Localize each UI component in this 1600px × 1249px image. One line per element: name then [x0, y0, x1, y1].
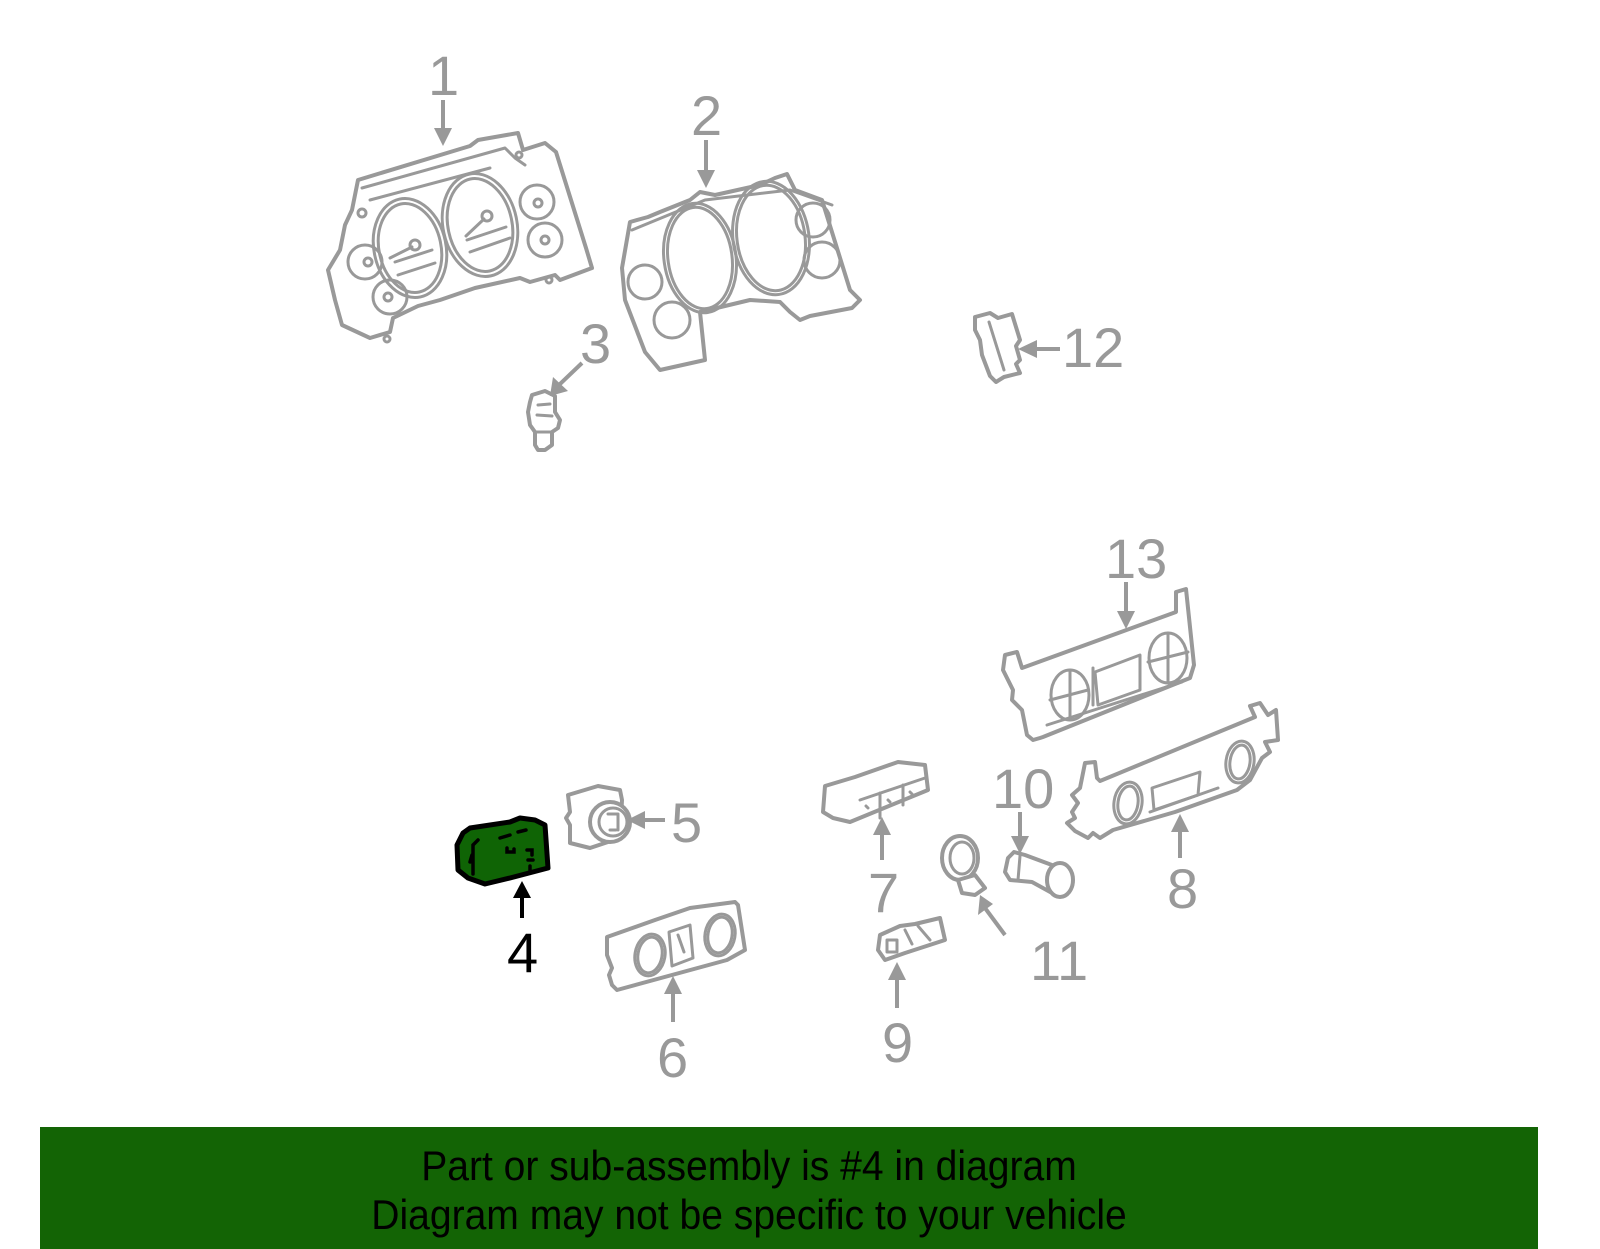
callout-7: 7 [868, 861, 899, 924]
callout-5: 5 [671, 791, 702, 854]
callout-2: 2 [691, 84, 722, 147]
part-10-sensor[interactable]: 10 [992, 757, 1075, 899]
callout-4: 4 [507, 921, 538, 984]
banner-line-disclaimer: Diagram may not be specific to your vehi… [371, 1191, 1127, 1238]
info-banner: Part or sub-assembly is #4 in diagram Di… [40, 1127, 1538, 1249]
part-5-headlamp-switch[interactable]: 5 [564, 784, 702, 854]
callout-6: 6 [657, 1026, 688, 1089]
part-8-climate-panel[interactable]: 8 [1065, 701, 1280, 920]
callout-8: 8 [1167, 857, 1198, 920]
part-9-small-switch[interactable]: 9 [876, 916, 947, 1074]
part-13-control-bezel[interactable]: 13 [1001, 527, 1196, 742]
callout-3: 3 [580, 312, 611, 375]
part-1-instrument-cluster[interactable]: 1 [326, 44, 594, 344]
callout-9: 9 [882, 1011, 913, 1074]
callout-10: 10 [992, 757, 1054, 820]
callout-11: 11 [1030, 929, 1088, 992]
part-4-switch-assembly-highlighted[interactable]: 4 [454, 815, 551, 984]
callout-13: 13 [1105, 527, 1167, 590]
part-12-connector[interactable]: 12 [973, 311, 1124, 384]
part-7-multi-switch[interactable]: 7 [821, 760, 930, 924]
callout-1: 1 [428, 44, 459, 107]
banner-line-part-number: Part or sub-assembly is #4 in diagram [421, 1142, 1077, 1189]
part-6-switch-panel[interactable]: 6 [605, 900, 747, 1089]
part-3-bulb-socket[interactable]: 3 [526, 312, 611, 452]
part-11-ring-bracket[interactable]: 11 [940, 834, 1088, 992]
callout-12: 12 [1062, 316, 1124, 379]
part-2-cluster-bezel[interactable]: 2 [620, 84, 862, 372]
